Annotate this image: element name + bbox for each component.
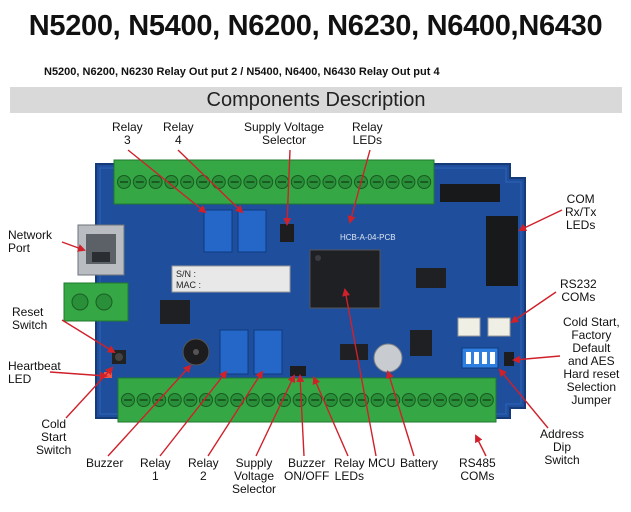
network-port: [77, 224, 125, 276]
page-subtitle: N5200, N6200, N6230 Relay Out put 2 / N5…: [44, 66, 440, 78]
mcu-chip: [309, 249, 381, 309]
callout-arrow: [518, 209, 563, 232]
rs232-connector-1: [457, 317, 481, 337]
callout-arrow: [177, 149, 244, 214]
section-heading: Components Description: [10, 87, 622, 113]
relay-3: [203, 209, 233, 253]
callout-arrow: [312, 376, 349, 457]
callout-arrow: [61, 241, 86, 252]
page-title: N5200, N5400, N6200, N6230, N6400,N6430: [28, 10, 603, 42]
relay-1: [219, 329, 249, 375]
callout-arrow: [347, 149, 371, 224]
callout-arrow: [475, 434, 487, 457]
battery: [373, 343, 403, 373]
label-relay-1: Relay 1: [140, 456, 171, 483]
com-led-array: [486, 216, 518, 286]
label-rs232: RS232 COMs: [560, 277, 597, 304]
label-buzzer: Buzzer: [86, 456, 124, 470]
relay-2: [253, 329, 283, 375]
label-supply-voltage-bottom: Supply Voltage Selector: [232, 456, 277, 496]
callout-arrow: [498, 368, 549, 429]
label-buzzer-onoff: Buzzer ON/OFF: [284, 456, 330, 483]
label-relay-3: Relay 3: [112, 120, 143, 147]
callout-arrow: [342, 288, 377, 457]
top-terminal-block: [113, 159, 435, 205]
callout-arrow: [159, 370, 228, 457]
label-network-port: Network Port: [8, 228, 53, 255]
label-relay-4: Relay 4: [163, 120, 194, 147]
callout-arrows: [49, 149, 563, 457]
callout-arrow: [385, 370, 415, 457]
supply-selector-top: [280, 224, 294, 242]
rs232-connector-2: [487, 317, 511, 337]
serial-label-area: [171, 265, 291, 293]
callout-arrow: [510, 291, 557, 324]
callout-arrow: [296, 374, 305, 457]
callout-arrow: [61, 319, 116, 354]
supply-selector-bottom: [290, 366, 306, 376]
callout-arrow: [65, 366, 114, 419]
jumper: [504, 352, 514, 366]
sn-label: S/N :: [176, 269, 196, 279]
pcb-name: HCB-A-04-PCB: [340, 233, 396, 242]
callout-arrow: [207, 370, 264, 457]
label-rs485: RS485 COMs: [459, 456, 496, 483]
power-terminal: [63, 282, 129, 322]
label-battery: Battery: [400, 456, 439, 470]
label-reset-switch: Reset Switch: [12, 305, 48, 332]
callout-arrow: [49, 371, 108, 380]
label-relay-leds-top: Relay LEDs: [352, 120, 383, 147]
callout-arrow: [127, 149, 207, 214]
callout-arrow: [255, 374, 296, 457]
bottom-terminal-block: [117, 377, 497, 423]
label-cold-start-jumper: Cold Start, Factory Default and AES Hard…: [563, 315, 620, 407]
callout-arrow: [512, 355, 561, 364]
mac-label: MAC :: [176, 280, 201, 290]
label-address-dip-switch: Address Dip Switch: [540, 427, 585, 467]
label-heartbeat-led: Heartbeat LED: [8, 359, 61, 386]
relay-4: [237, 209, 267, 253]
label-mcu: MCU: [368, 456, 396, 470]
callout-arrow: [107, 364, 192, 457]
label-supply-voltage-top: Supply Voltage Selector: [244, 120, 325, 147]
callout-arrow: [283, 149, 292, 226]
label-cold-start-switch: Cold Start Switch: [36, 417, 72, 457]
label-relay-leds-bottom: Relay LEDs: [334, 456, 365, 483]
label-com-leds: COM Rx/Tx LEDs: [565, 192, 597, 232]
label-relay-2: Relay 2: [188, 456, 219, 483]
